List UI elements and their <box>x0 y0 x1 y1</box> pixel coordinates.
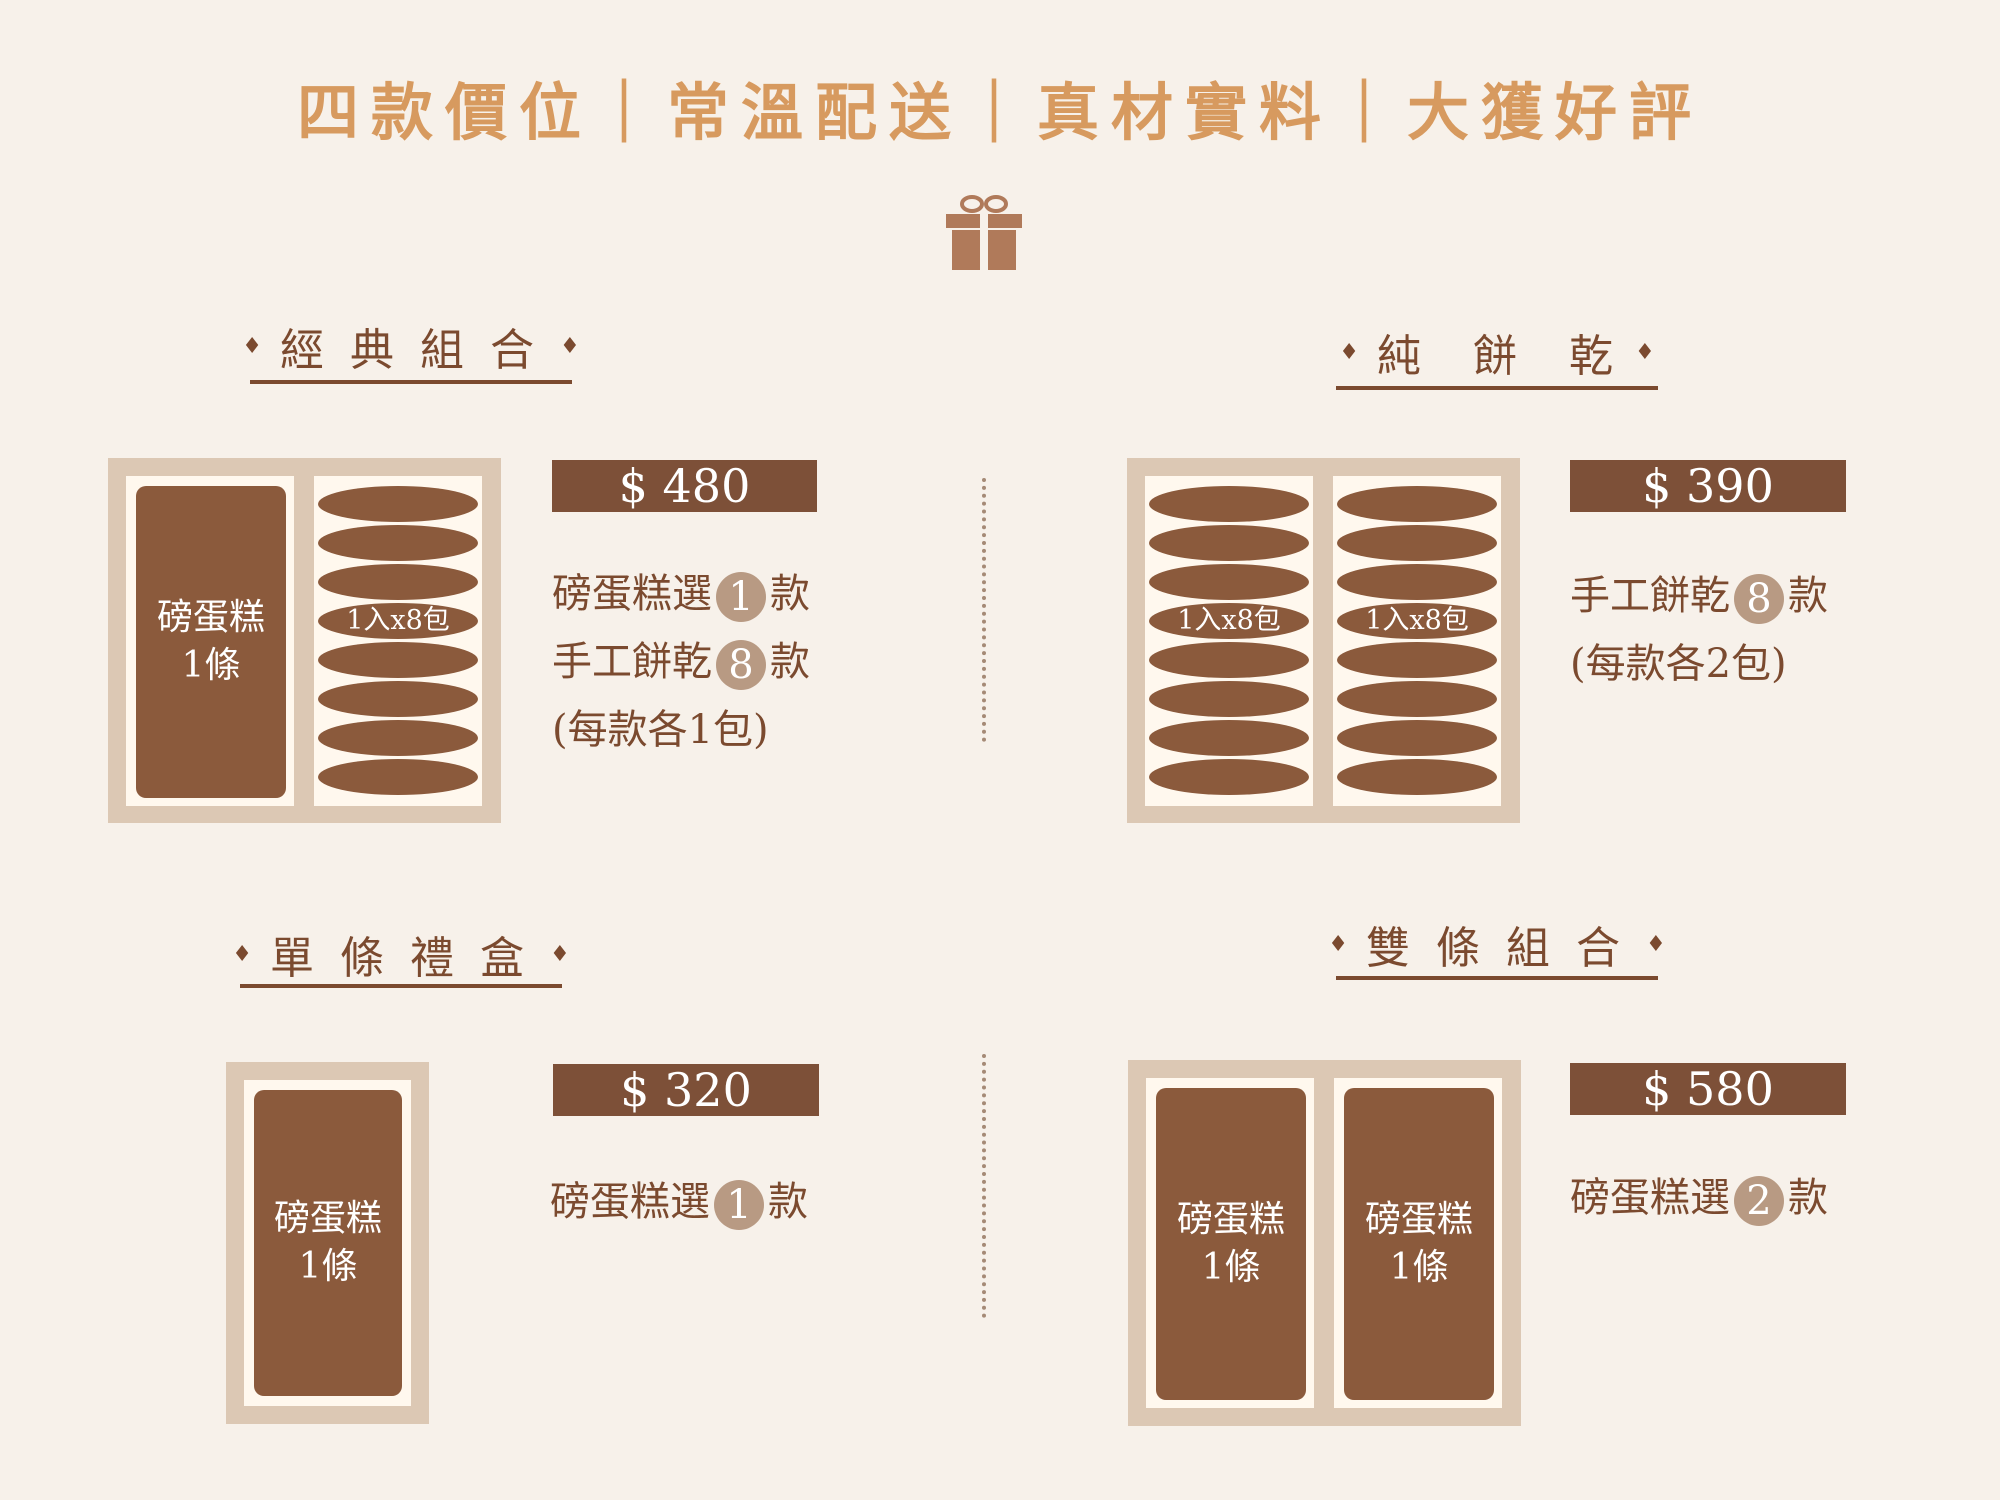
cookie-pack <box>318 603 478 639</box>
diamond-icon: ♦ <box>1635 339 1655 365</box>
double-cake-slot-left: 磅蛋糕 1條 <box>1146 1078 1314 1408</box>
cookie-pack <box>318 642 478 678</box>
cookie-slot-left: 1入x8包 <box>1145 476 1313 806</box>
single-title-text: 單條禮盒 <box>270 933 550 984</box>
cookie-box: 1入x8包 1入x8包 <box>1127 458 1520 823</box>
cookie-pack <box>1149 603 1309 639</box>
cookie-pack <box>1337 603 1497 639</box>
cookie-pack <box>1337 642 1497 678</box>
cake-label-line2: 1條 <box>1201 1247 1261 1288</box>
diamond-icon: ♦ <box>550 941 570 967</box>
gift-icon <box>946 195 1022 270</box>
cookie-count-label: 1入x8包 <box>346 605 450 636</box>
cookie-count-label: 1入x8包 <box>1177 605 1281 636</box>
cookie-pack <box>318 525 478 561</box>
pound-cake: 磅蛋糕 1條 <box>136 486 286 798</box>
cookie-pack <box>1149 759 1309 795</box>
double-price: $ 580 <box>1570 1063 1846 1115</box>
single-box: 磅蛋糕 1條 <box>226 1062 429 1424</box>
single-cake-slot: 磅蛋糕 1條 <box>244 1080 411 1406</box>
separator-top <box>982 478 986 742</box>
cake-label-line1: 磅蛋糕 <box>1364 1199 1473 1240</box>
cookie-pack <box>1337 486 1497 522</box>
cake-label-line2: 1條 <box>298 1246 358 1287</box>
single-title-underline <box>240 984 562 988</box>
pound-cake: 磅蛋糕 1條 <box>1344 1088 1494 1400</box>
cookie-pack <box>1149 525 1309 561</box>
count-badge: 2 <box>1734 1176 1784 1226</box>
classic-title: ♦ 經典組合 ♦ <box>242 316 579 376</box>
cookie-price: $ 390 <box>1570 460 1846 512</box>
cake-label-line1: 磅蛋糕 <box>156 597 265 638</box>
classic-price: $ 480 <box>552 460 817 512</box>
double-title-underline <box>1336 976 1658 980</box>
cookie-pack <box>1337 681 1497 717</box>
cookie-pack <box>1337 525 1497 561</box>
cookie-pack <box>1149 642 1309 678</box>
cookie-pack <box>1337 720 1497 756</box>
pound-cake: 磅蛋糕 1條 <box>1156 1088 1306 1400</box>
cookie-pack <box>1149 564 1309 600</box>
classic-desc-line3: (每款各1包) <box>552 707 769 753</box>
double-cake-slot-right: 磅蛋糕 1條 <box>1334 1078 1502 1408</box>
classic-title-underline <box>250 380 572 384</box>
page-headline: 四款價位｜常溫配送｜真材實料｜大獲好評 <box>296 76 1703 149</box>
classic-box: 磅蛋糕 1條 1入x8包 <box>108 458 501 823</box>
cookie-pack <box>318 720 478 756</box>
cookie-pack <box>318 486 478 522</box>
cookie-slot-right: 1入x8包 <box>1333 476 1501 806</box>
cookie-desc-line2: (每款各2包) <box>1570 641 1787 687</box>
cookie-pack <box>318 759 478 795</box>
separator-bottom <box>982 1054 986 1318</box>
count-badge: 1 <box>716 572 766 622</box>
count-badge: 8 <box>1734 574 1784 624</box>
single-price: $ 320 <box>553 1064 819 1116</box>
cookie-pack <box>318 681 478 717</box>
diamond-icon: ♦ <box>242 333 262 359</box>
cookie-count-label: 1入x8包 <box>1365 605 1469 636</box>
cake-label-line2: 1條 <box>181 645 241 686</box>
classic-title-text: 經典組合 <box>280 325 560 376</box>
classic-cake-slot: 磅蛋糕 1條 <box>126 476 294 806</box>
double-title-text: 雙條組合 <box>1366 923 1646 974</box>
cookie-pack <box>1337 759 1497 795</box>
cookie-pack <box>1149 720 1309 756</box>
double-box: 磅蛋糕 1條 磅蛋糕 1條 <box>1128 1060 1521 1426</box>
double-title: ♦ 雙條組合 ♦ <box>1328 914 1665 974</box>
cookie-title-underline <box>1336 386 1658 390</box>
cookie-pack <box>318 564 478 600</box>
pound-cake: 磅蛋糕 1條 <box>254 1090 402 1396</box>
count-badge: 8 <box>716 640 766 690</box>
diamond-icon: ♦ <box>1646 931 1666 957</box>
cookie-title: ♦ 純 餅 乾 ♦ <box>1336 322 1658 382</box>
cake-label-line1: 磅蛋糕 <box>1176 1199 1285 1240</box>
diamond-icon: ♦ <box>1339 339 1359 365</box>
cookie-pack <box>1337 564 1497 600</box>
cookie-title-text: 純 餅 乾 <box>1377 331 1617 382</box>
single-title: ♦ 單條禮盒 ♦ <box>232 924 569 984</box>
diamond-icon: ♦ <box>232 941 252 967</box>
classic-cookie-slot: 1入x8包 <box>314 476 482 806</box>
count-badge: 1 <box>714 1180 764 1230</box>
diamond-icon: ♦ <box>560 333 580 359</box>
cookie-pack <box>1149 681 1309 717</box>
diamond-icon: ♦ <box>1328 931 1348 957</box>
cake-label-line2: 1條 <box>1389 1247 1449 1288</box>
cake-label-line1: 磅蛋糕 <box>273 1198 382 1239</box>
cookie-pack <box>1149 486 1309 522</box>
